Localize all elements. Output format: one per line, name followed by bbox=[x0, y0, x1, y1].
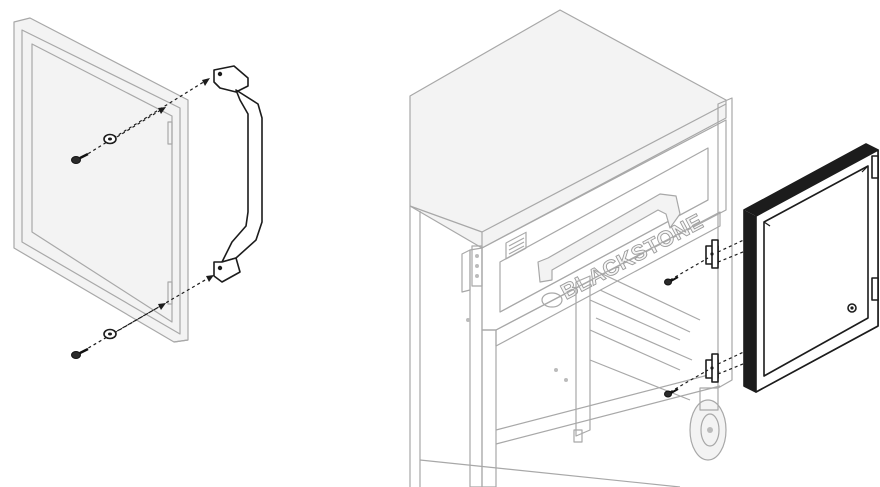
vent-grille bbox=[505, 231, 527, 260]
hinge-upper bbox=[705, 239, 719, 269]
drawer-handle bbox=[537, 193, 681, 283]
cart-wheel bbox=[689, 387, 727, 461]
bottom-screw-assembly bbox=[71, 275, 214, 359]
screw-icon bbox=[664, 276, 679, 286]
door-panel-left bbox=[13, 17, 189, 343]
door-handle bbox=[213, 65, 263, 283]
top-screw-assembly bbox=[71, 77, 211, 164]
arrow-head-icon bbox=[158, 107, 166, 114]
screw-icon bbox=[71, 347, 89, 359]
door-handle-step bbox=[13, 17, 263, 359]
cart-body: BLACKSTONE bbox=[409, 9, 733, 487]
cart-door-step: BLACKSTONE bbox=[409, 9, 879, 487]
screw-icon bbox=[71, 152, 89, 164]
arrow-head-icon bbox=[202, 78, 210, 86]
screw-icon bbox=[664, 388, 679, 398]
hinge-lower bbox=[705, 353, 719, 383]
brand-mark-icon bbox=[541, 292, 563, 308]
arrow-head-icon bbox=[158, 303, 166, 310]
hinge-screws bbox=[664, 237, 749, 398]
cart-door bbox=[743, 143, 879, 393]
arrow-head-icon bbox=[206, 275, 214, 282]
